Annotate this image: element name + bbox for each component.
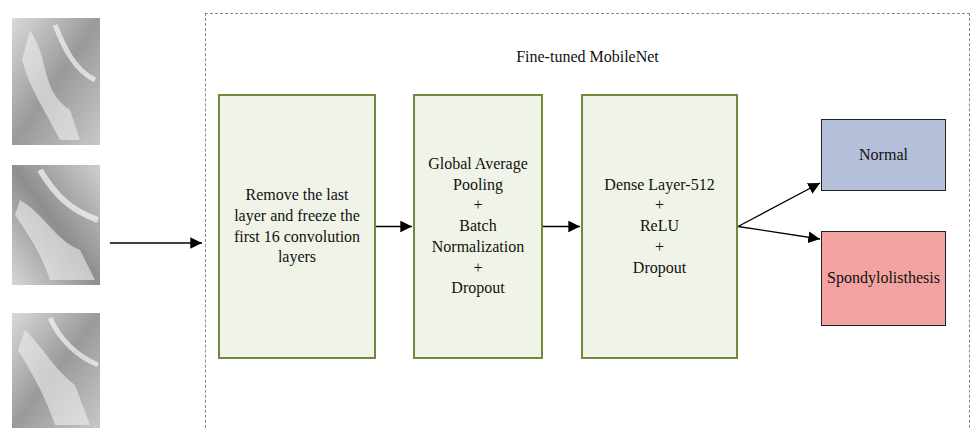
class-box: Normal — [821, 119, 946, 191]
xray-image — [12, 165, 100, 285]
box-text: Remove the last layer and freeze the fir… — [230, 185, 364, 268]
process-box: Remove the last layer and freeze the fir… — [218, 94, 376, 359]
box-text: Dropout — [451, 278, 504, 299]
box-text: Spondylolisthesis — [827, 268, 940, 289]
flow-arrow — [738, 227, 820, 240]
box-text: + — [473, 258, 482, 279]
input-arrow — [110, 242, 202, 243]
flow-arrow — [543, 226, 580, 227]
flow-arrow — [376, 226, 412, 227]
xray-image — [12, 18, 100, 145]
process-box: Dense Layer-512+ReLU+Dropout — [581, 94, 738, 359]
frame-title: Fine-tuned MobileNet — [206, 48, 969, 66]
flow-arrow — [738, 183, 820, 227]
box-text: Normal — [859, 145, 908, 166]
box-text: + — [473, 195, 482, 216]
xray-image — [12, 313, 100, 428]
box-text: Global Average Pooling — [425, 154, 531, 196]
box-text: Batch Normalization — [425, 216, 531, 258]
box-text: Dropout — [633, 258, 686, 279]
box-text: + — [655, 195, 664, 216]
class-box: Spondylolisthesis — [821, 231, 946, 326]
box-text: + — [655, 237, 664, 258]
box-text: Dense Layer-512 — [604, 175, 714, 196]
model-frame: Fine-tuned MobileNetRemove the last laye… — [205, 13, 970, 428]
box-text: ReLU — [640, 216, 679, 237]
process-box: Global Average Pooling+Batch Normalizati… — [413, 94, 543, 359]
